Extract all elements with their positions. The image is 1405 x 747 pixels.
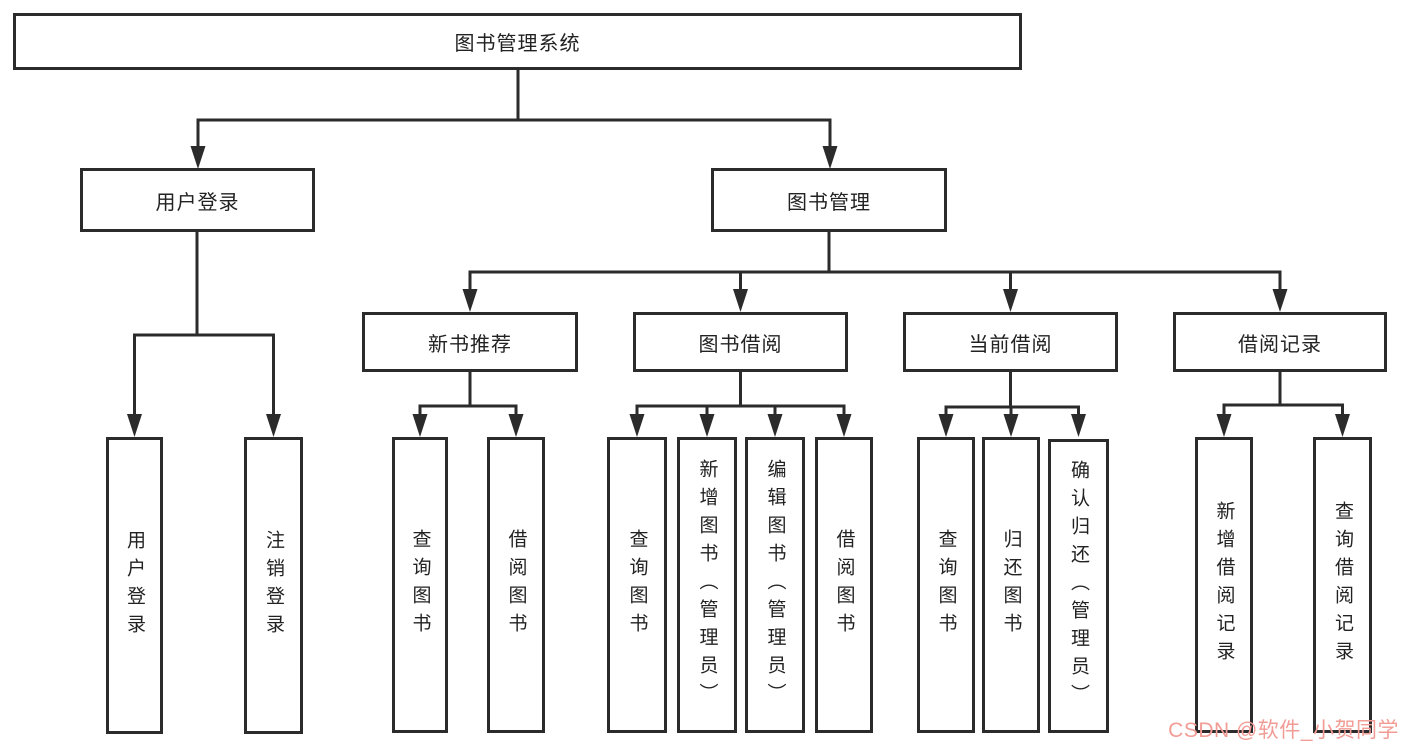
leaf-return-books: 归还图书: [982, 437, 1040, 733]
leaf-label: 借阅图书: [505, 529, 527, 641]
leaf-label: 查询借阅记录: [1332, 501, 1353, 669]
leaf-query-books-recommend: 查询图书: [392, 437, 448, 733]
node-book-management-system: 图书管理系统: [13, 13, 1022, 70]
leaf-query-books-borrowing: 查询图书: [607, 437, 667, 733]
leaf-label: 新增图书（管理员）: [696, 459, 718, 711]
leaf-query-borrow-record: 查询借阅记录: [1313, 437, 1372, 733]
leaf-add-borrow-record: 新增借阅记录: [1195, 437, 1253, 733]
node-label: 用户登录: [155, 191, 240, 214]
leaf-logout: 注销登录: [244, 437, 303, 734]
leaf-borrow-books-borrowing: 借阅图书: [815, 437, 873, 733]
leaf-label: 查询图书: [626, 529, 648, 641]
leaf-label: 查询图书: [409, 529, 431, 641]
leaf-add-book-admin: 新增图书（管理员）: [677, 437, 737, 733]
node-user-login: 用户登录: [80, 168, 315, 232]
leaf-user-login: 用户登录: [106, 437, 163, 734]
node-new-book-recommend: 新书推荐: [362, 312, 578, 372]
node-borrowing-records: 借阅记录: [1173, 312, 1387, 372]
csdn-watermark: CSDN @软件_小贺同学: [1168, 719, 1399, 742]
leaf-label: 编辑图书（管理员）: [764, 459, 786, 711]
leaf-borrow-books-recommend: 借阅图书: [487, 437, 545, 733]
node-label: 借阅记录: [1238, 333, 1322, 356]
node-label: 当前借阅: [968, 333, 1053, 356]
leaf-edit-book-admin: 编辑图书（管理员）: [745, 437, 805, 733]
node-book-borrowing: 图书借阅: [633, 312, 848, 372]
leaf-label: 注销登录: [263, 529, 284, 642]
leaf-label: 归还图书: [1000, 529, 1022, 641]
node-book-management: 图书管理: [711, 168, 947, 232]
node-label: 图书借阅: [698, 333, 783, 356]
node-current-borrowing: 当前借阅: [903, 312, 1118, 372]
leaf-label: 新增借阅记录: [1213, 501, 1235, 669]
leaf-confirm-return-admin: 确认归还（管理员）: [1048, 439, 1109, 733]
leaf-label: 查询图书: [935, 529, 957, 641]
leaf-label: 确认归还（管理员）: [1068, 460, 1089, 712]
node-label: 新书推荐: [428, 333, 512, 356]
leaf-query-books-current: 查询图书: [917, 437, 975, 733]
leaf-label: 借阅图书: [833, 529, 855, 641]
node-label: 图书管理: [787, 191, 871, 214]
leaf-label: 用户登录: [124, 529, 145, 642]
node-label: 图书管理系统: [454, 33, 581, 55]
